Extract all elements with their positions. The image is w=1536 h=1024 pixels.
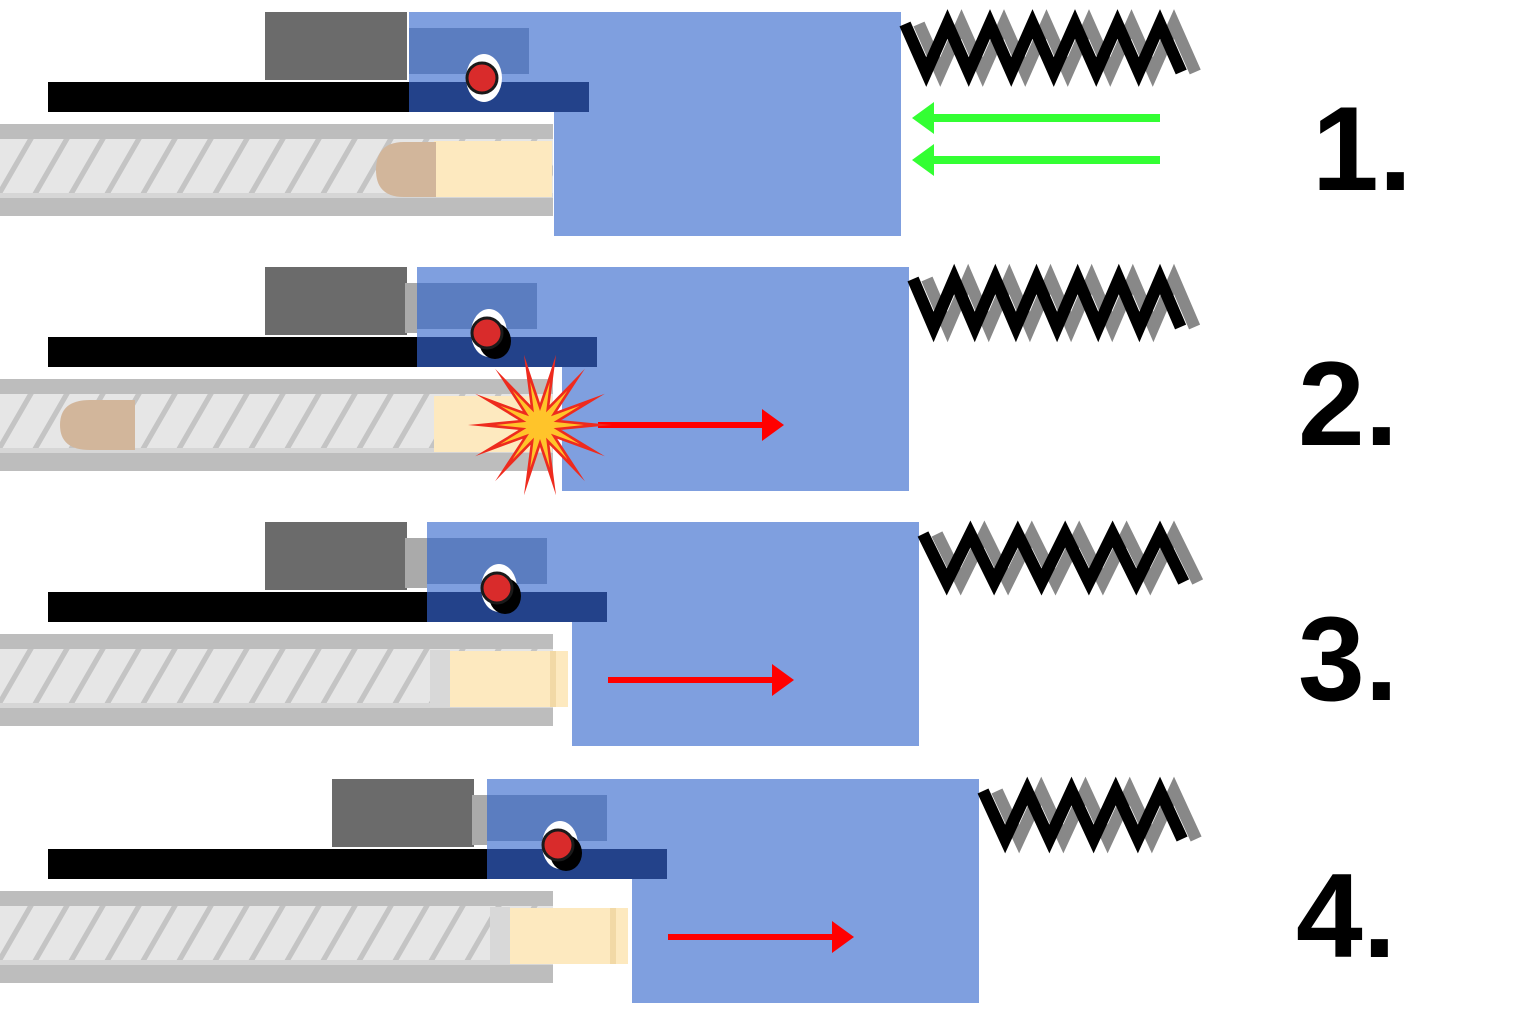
- bolt-body: [562, 267, 909, 491]
- bolt-body: [554, 12, 901, 236]
- upper-rail: [48, 337, 472, 367]
- bolt-body: [632, 779, 979, 1003]
- cartridge-case: [450, 651, 568, 707]
- barrel-lower-edge: [0, 703, 553, 708]
- barrel-lower-edge: [0, 960, 553, 965]
- bolt-body: [572, 522, 919, 746]
- upper-rail: [48, 592, 477, 622]
- step-label: 3.: [1298, 592, 1398, 726]
- bullet: [376, 142, 436, 197]
- barrel-bore: [0, 906, 553, 964]
- barrel-lower-edge: [0, 193, 553, 198]
- recoil-arrow-head: [832, 921, 854, 953]
- green-arrow-head-2: [912, 144, 934, 176]
- pin: [480, 571, 514, 605]
- spring: [899, 9, 1187, 87]
- step-1: 1.: [0, 9, 1412, 236]
- pin: [541, 828, 575, 862]
- bullet: [60, 400, 135, 450]
- recoil-arrow-head: [762, 409, 784, 441]
- green-arrow-head-1: [912, 102, 934, 134]
- carrier-block: [265, 12, 407, 80]
- barrel-lower-edge: [0, 448, 553, 453]
- carrier-block: [332, 779, 474, 847]
- spring-shadow: [991, 776, 1202, 854]
- pin: [465, 61, 499, 95]
- upper-rail: [48, 82, 468, 112]
- step-2: 2.: [0, 263, 1398, 496]
- carrier-block: [265, 267, 407, 335]
- case-rim: [550, 651, 556, 707]
- muzzle-flash-inner: [496, 382, 584, 468]
- upper-rail: [48, 849, 507, 879]
- recoil-arrow-head: [772, 664, 794, 696]
- chamber-taper: [430, 650, 450, 707]
- spring-shadow: [913, 9, 1201, 87]
- spring: [907, 263, 1187, 343]
- carrier-block: [265, 522, 407, 590]
- pin: [470, 316, 504, 350]
- cartridge-case: [510, 908, 628, 964]
- case-rim: [610, 908, 616, 964]
- chamber-taper: [490, 907, 510, 964]
- step-label: 4.: [1296, 849, 1396, 983]
- step-label: 1.: [1312, 82, 1412, 216]
- cartridge-case: [434, 141, 552, 197]
- step-3: 3.: [0, 520, 1398, 746]
- step-4: 4.: [0, 776, 1396, 1003]
- spring-shadow: [921, 263, 1201, 343]
- step-label: 2.: [1298, 337, 1398, 471]
- spring: [977, 776, 1188, 854]
- spring: [917, 520, 1190, 596]
